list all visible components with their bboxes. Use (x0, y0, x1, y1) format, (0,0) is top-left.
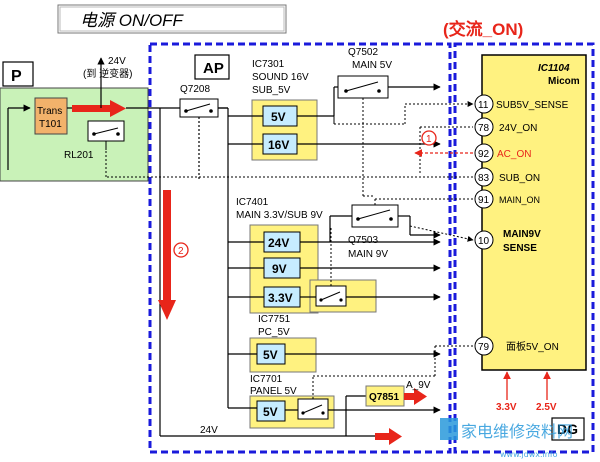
q7502-name: Q7502 (348, 47, 378, 58)
p-label: P (11, 68, 22, 85)
q7208-label: Q7208 (180, 84, 210, 95)
out-24v: 24V (108, 56, 126, 67)
supply-2v5: 2.5V (536, 402, 557, 413)
relay-label: RL201 (64, 150, 94, 161)
pin-label-24v-on: 24V_ON (499, 123, 537, 134)
pin-label-main-on: MAIN_ON (499, 195, 540, 205)
pin-circle-78 (474, 117, 494, 137)
watermark-text: 家电维修资料网 (461, 422, 573, 441)
out-24v-dest: (到 逆变器) (83, 67, 132, 80)
dg-label: DG (557, 421, 578, 437)
pin-circle-92 (474, 143, 494, 163)
q7503-desc: MAIN 9V (348, 249, 388, 260)
ic7301-line2: SOUND 16V (252, 72, 309, 83)
micom-ic: IC1104 (538, 63, 570, 74)
svg-text:24V: 24V (268, 236, 289, 250)
pin-label-ac-on: AC_ON (497, 149, 531, 160)
page-title: 电源 ON/OFF (80, 11, 185, 30)
pin-circle-10 (474, 230, 494, 250)
p-label-box (2, 61, 34, 87)
watermark-url: www.jdwx.info (500, 450, 558, 459)
ic7301-name: IC7301 (252, 59, 285, 70)
step2-marker (173, 242, 189, 258)
svg-text:11: 11 (478, 100, 489, 111)
pin-label-panel-5v-on: 面板5V_ON (506, 340, 559, 353)
svg-text:2: 2 (178, 246, 184, 257)
micom-subtitle: Micom (548, 76, 580, 87)
svg-text:78: 78 (478, 123, 490, 134)
svg-text:83: 83 (478, 173, 490, 184)
ic7301-line3: SUB_5V (252, 85, 291, 96)
watermark-logo-icon (440, 418, 458, 440)
ic7701-line2: PANEL 5V (250, 386, 297, 397)
ic7751-line2: PC_5V (258, 327, 290, 338)
a9v-arrow (414, 388, 427, 405)
pin-circle-79 (474, 336, 494, 356)
trans-label: Trans (37, 106, 62, 117)
pin-circle-91 (474, 189, 494, 209)
transformer (34, 97, 68, 135)
ic7401-line2: MAIN 3.3V/SUB 9V (236, 210, 323, 221)
dg-label-box (551, 417, 585, 441)
bottom-24v-arrow (389, 428, 402, 445)
svg-text:92: 92 (478, 149, 490, 160)
ic7701-out-5v (256, 400, 286, 422)
svg-text:79: 79 (478, 342, 490, 353)
pin-circle-83 (474, 167, 494, 187)
micom-block (481, 54, 587, 371)
ic7401-name: IC7401 (236, 197, 269, 208)
step1-marker (421, 130, 437, 146)
supply-3v3: 3.3V (496, 402, 517, 413)
pin-circle-11 (474, 94, 494, 114)
bottom-24v: 24V (200, 425, 218, 436)
svg-text:5V: 5V (263, 405, 278, 419)
pin-label-sub5v-sense: SUB5V_SENSE (496, 100, 569, 111)
dg-region (453, 42, 595, 454)
pin-label-main9v-sense: SENSE (503, 243, 537, 254)
switch-q7502 (337, 75, 389, 99)
mode-label: (交流_ON) (443, 19, 523, 39)
p-board (0, 87, 149, 182)
ap-label-box (194, 54, 230, 80)
q7502-desc: MAIN 5V (352, 60, 392, 71)
svg-text:5V: 5V (263, 348, 278, 362)
watermark: 家电维修资料网 www.jdwx.info (440, 418, 573, 459)
svg-text:3.3V: 3.3V (268, 291, 293, 305)
ap-label: AP (203, 60, 224, 77)
svg-text:10: 10 (478, 236, 490, 247)
pin-label-main9v: MAIN9V (503, 229, 541, 240)
q7851-label: Q7851 (369, 392, 399, 403)
svg-text:91: 91 (478, 195, 490, 206)
ap-region (148, 42, 452, 454)
trans-id: T101 (39, 119, 62, 130)
startup-arrow (163, 190, 171, 300)
pin-label-sub-on: SUB_ON (499, 173, 540, 184)
svg-text:5V: 5V (271, 110, 286, 124)
svg-text:1: 1 (426, 134, 432, 145)
title-box (57, 4, 287, 34)
switch-q7503 (351, 204, 399, 228)
ic7701-name: IC7701 (250, 374, 283, 385)
q7503-name: Q7503 (348, 235, 378, 246)
micom-pins: 11 SUB5V_SENSE 78 24V_ON 92 AC_ON 83 SUB… (474, 94, 569, 356)
svg-text:16V: 16V (268, 138, 289, 152)
a9v-label: A_9V (406, 380, 431, 391)
svg-text:9V: 9V (272, 262, 287, 276)
power-flow-arrow (72, 105, 112, 112)
switch-q7208 (179, 98, 219, 118)
ic7751-name: IC7751 (258, 314, 291, 325)
